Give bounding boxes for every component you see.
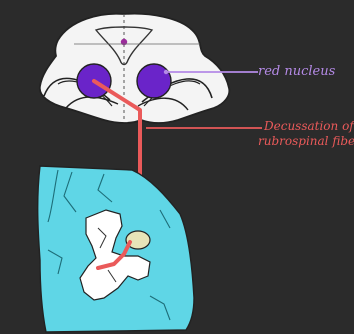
decussation-label-line1: Decussation of (263, 119, 354, 133)
spinal-cord-section (38, 166, 194, 332)
red-nucleus-label: red nucleus (258, 64, 336, 79)
spinal-cord-outline (38, 166, 194, 332)
decussation-label-line2: rubrospinal fibe (258, 134, 354, 148)
decussation-annotation: Decussation of rubrospinal fibe (146, 119, 354, 148)
right-red-nucleus (137, 64, 171, 98)
